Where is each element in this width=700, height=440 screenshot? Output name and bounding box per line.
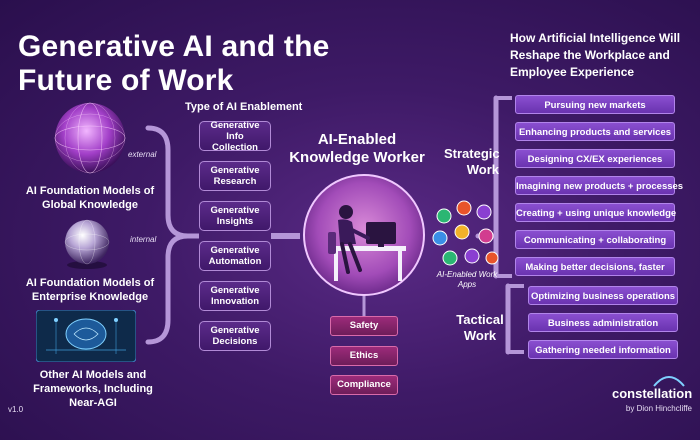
- enablement-research: Generative Research: [199, 161, 271, 191]
- internal-tag: internal: [130, 235, 157, 244]
- tactical-work-label: Tactical Work: [456, 312, 504, 343]
- tactical-item: Gathering needed information: [528, 340, 678, 359]
- enablement-title: Type of AI Enablement: [185, 101, 303, 113]
- strategic-item: Making better decisions, faster: [515, 257, 675, 276]
- strategic-work-label: Strategic Work: [444, 146, 500, 177]
- enablement-info-collection: Generative Info Collection: [199, 120, 271, 153]
- governance-compliance: Compliance: [330, 375, 398, 395]
- strategic-item: Imagining new products + processes: [515, 176, 683, 195]
- source-global-label: AI Foundation Models of Global Knowledge: [25, 185, 155, 211]
- source-enterprise-label: AI Foundation Models of Enterprise Knowl…: [25, 277, 155, 303]
- version-label: v1.0: [8, 405, 24, 414]
- ai-brain-circuit-icon: [36, 310, 136, 362]
- tactical-item: Optimizing business operations: [528, 286, 678, 305]
- title-line-2: Future of Work: [18, 64, 234, 97]
- strategic-item: Designing CX/EX experiences: [515, 149, 675, 168]
- constellation-logo-icon: [653, 376, 685, 387]
- strategic-item: Enhancing products and services: [515, 122, 675, 141]
- center-title: AI-Enabled Knowledge Worker: [289, 131, 425, 166]
- enablement-innovation: Generative Innovation: [199, 281, 271, 311]
- byline: by Dion Hinchcliffe: [625, 404, 692, 413]
- global-knowledge-sphere-icon: [54, 102, 126, 174]
- tactical-item: Business administration: [528, 313, 678, 332]
- enablement-insights: Generative Insights: [199, 201, 271, 231]
- governance-ethics: Ethics: [330, 346, 398, 366]
- enablement-automation: Generative Automation: [199, 241, 271, 271]
- knowledge-worker-illustration-icon: [303, 174, 425, 296]
- page-title: Generative AI and the Future of Work: [18, 30, 330, 98]
- governance-safety: Safety: [330, 316, 398, 336]
- brand-name: constellation: [612, 386, 693, 401]
- strategic-item: Creating + using unique knowledge: [515, 203, 676, 222]
- source-other-models-label: Other AI Models and Frameworks, Includin…: [33, 369, 153, 409]
- right-heading: How Artificial Intelligence Will Reshape…: [510, 31, 681, 79]
- enablement-decisions: Generative Decisions: [199, 321, 271, 351]
- title-line-1: Generative AI and the: [18, 30, 330, 63]
- work-apps-cluster-icon: [432, 200, 499, 266]
- external-tag: external: [128, 150, 157, 159]
- strategic-item: Communicating + collaborating: [515, 230, 675, 249]
- strategic-item: Pursuing new markets: [515, 95, 675, 114]
- enterprise-knowledge-sphere-icon: [64, 219, 110, 269]
- work-apps-label: AI-Enabled Work Apps: [436, 270, 498, 289]
